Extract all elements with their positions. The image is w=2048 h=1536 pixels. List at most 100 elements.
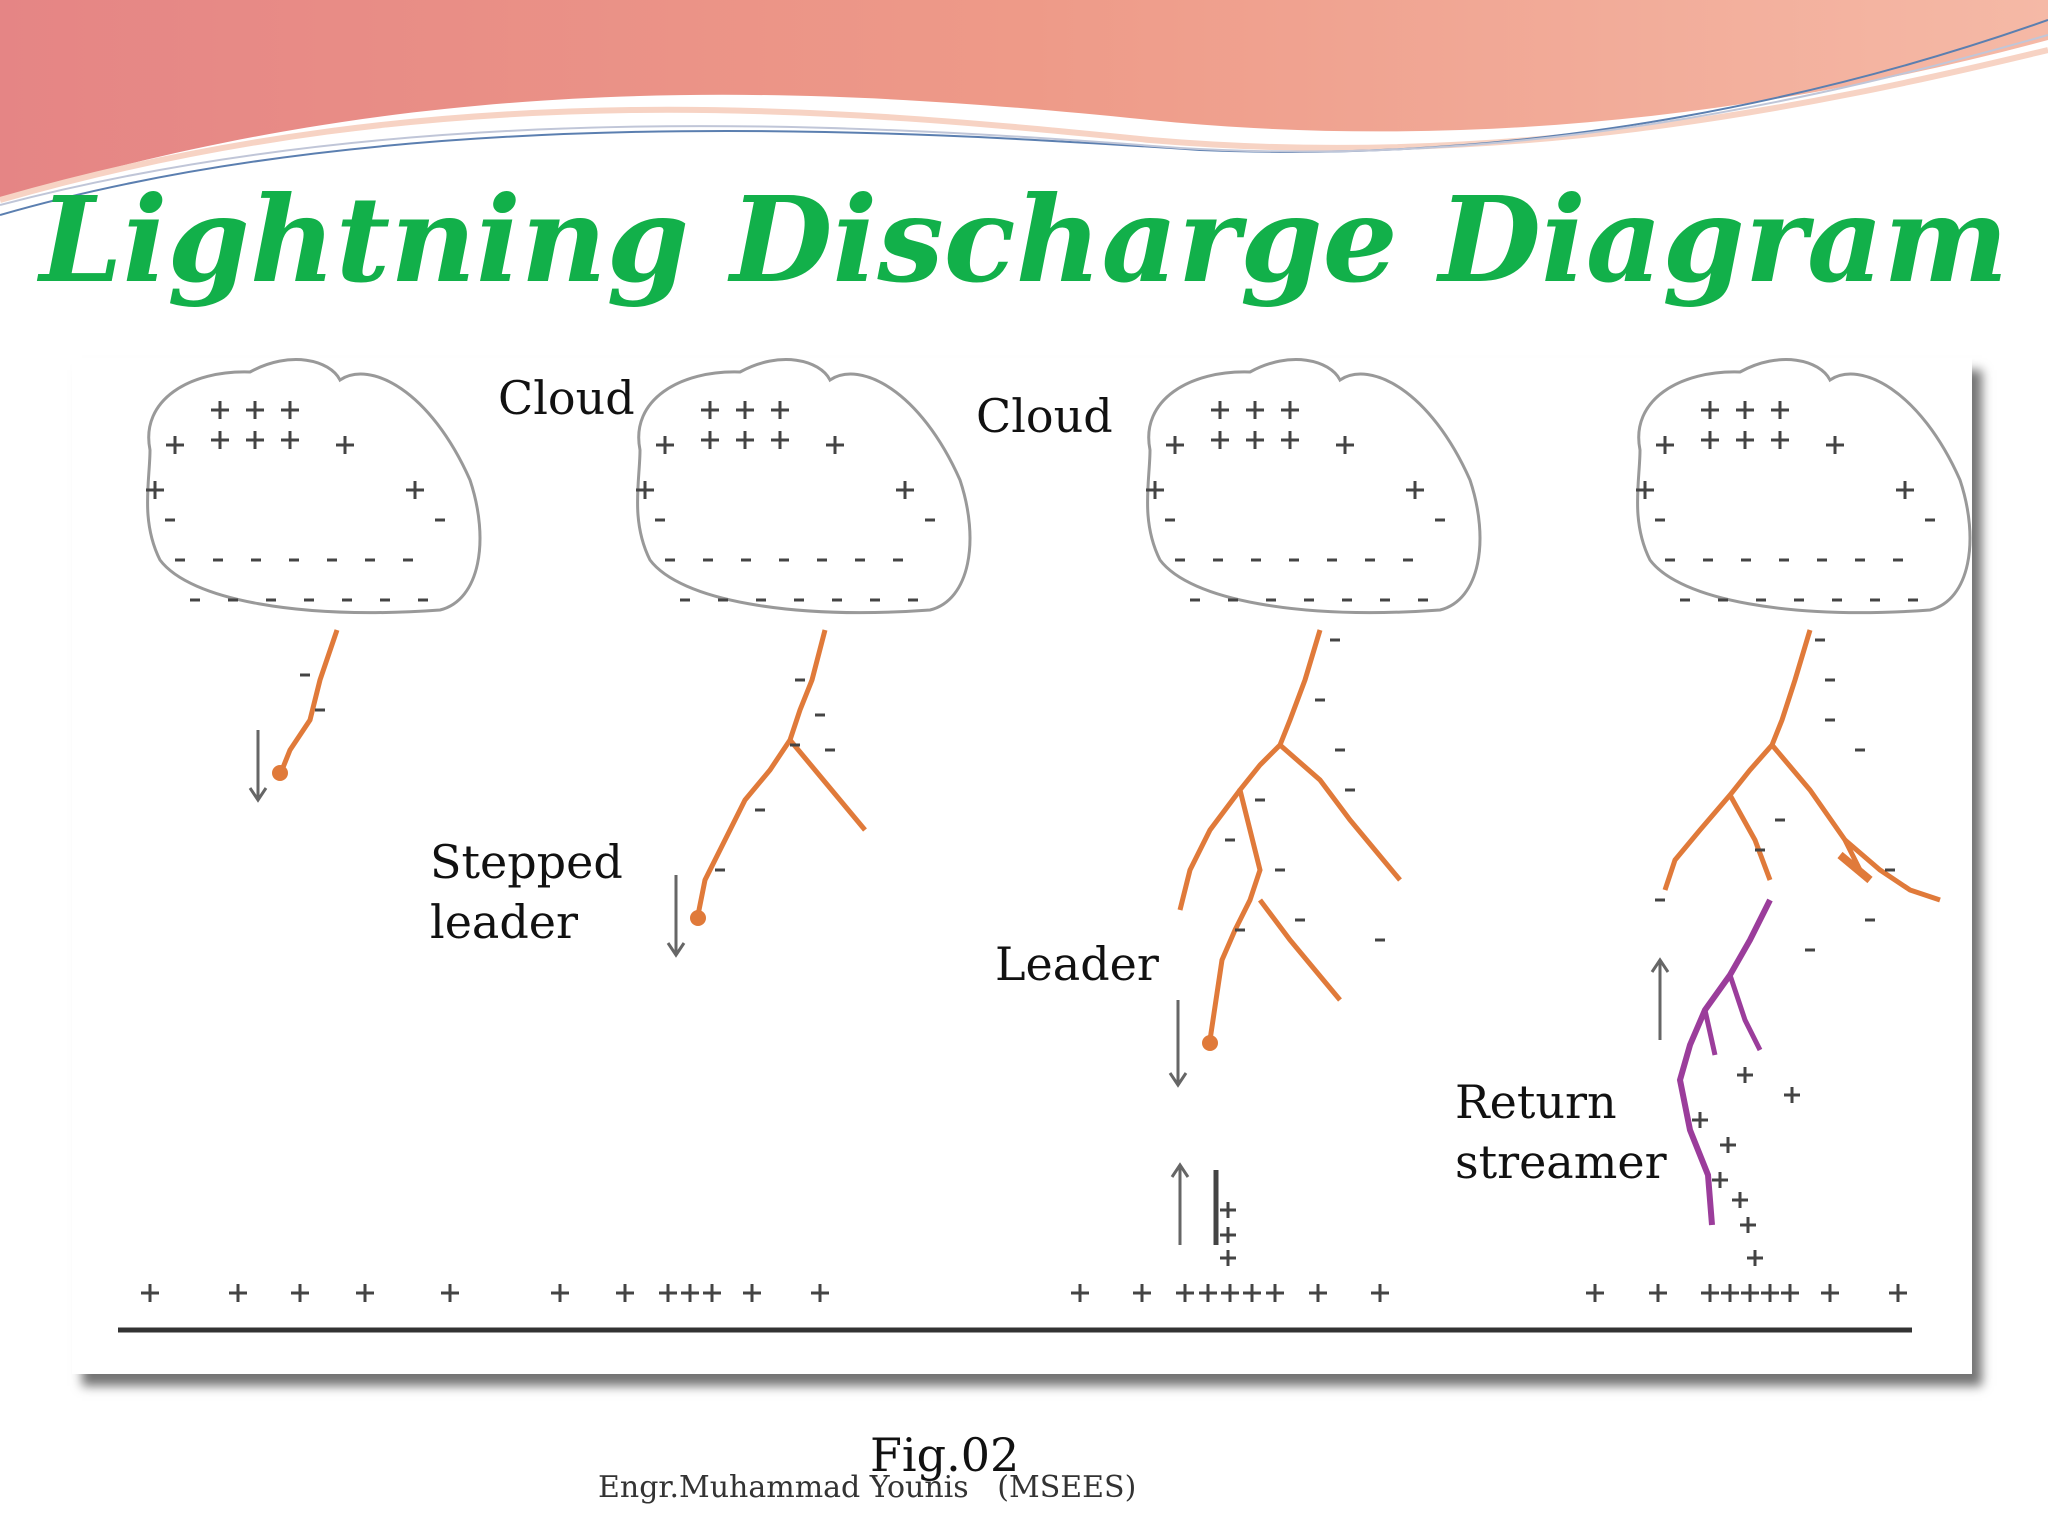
leader-channel — [695, 629, 828, 916]
cloud-positive-charge — [826, 436, 844, 454]
cloud-positive-charge — [336, 436, 354, 454]
streamer-positive-charge — [1720, 1137, 1736, 1153]
leader-tip — [1202, 1035, 1218, 1051]
ground-positive-charge — [616, 1284, 634, 1302]
diagram-frame — [72, 358, 1972, 1374]
ground-positive-charge — [1133, 1284, 1151, 1302]
ground-positive-charge — [1741, 1284, 1759, 1302]
cloud-positive-charge — [736, 401, 754, 419]
cloud-positive-charge — [246, 401, 264, 419]
ground-positive-charge — [1586, 1284, 1604, 1302]
streamer-positive-charge — [1740, 1217, 1756, 1233]
ground-positive-charge — [811, 1284, 829, 1302]
ground-positive-charge — [1781, 1284, 1799, 1302]
cloud-positive-charge — [211, 401, 229, 419]
cloud-positive-charge — [771, 431, 789, 449]
cloud-positive-charge — [1896, 481, 1914, 499]
leader-branch — [1770, 743, 1863, 872]
streamer-positive-charge — [1747, 1250, 1763, 1266]
leader-branch — [1727, 793, 1773, 881]
arrow-down-icon — [666, 875, 686, 958]
cloud-positive-charge — [1826, 436, 1844, 454]
cloud-positive-charge — [1281, 401, 1299, 419]
label-cloud-2: Cloud — [976, 389, 1113, 443]
streamer-positive-charge — [1220, 1202, 1236, 1218]
cloud-positive-charge — [1246, 431, 1264, 449]
label-leader: Leader — [995, 937, 1159, 991]
streamer-positive-charge — [1712, 1172, 1728, 1188]
cloud-positive-charge — [1146, 481, 1164, 499]
ground-positive-charge — [291, 1284, 309, 1302]
return-streamer-branch — [1727, 974, 1763, 1052]
figure-caption: Fig.02 — [870, 1428, 1020, 1482]
cloud-positive-charge — [1166, 436, 1184, 454]
cloud-positive-charge — [736, 431, 754, 449]
stage-2 — [636, 358, 972, 958]
streamer-positive-charge — [1737, 1067, 1753, 1083]
cloud-positive-charge — [211, 431, 229, 449]
ground-positive-charge — [659, 1284, 677, 1302]
leader-branch — [1177, 788, 1242, 911]
ground-positive-charge — [1701, 1284, 1719, 1302]
return-streamer-branch — [1702, 1009, 1718, 1056]
return-streamer-channel — [1676, 898, 1773, 1226]
cloud-positive-charge — [1211, 401, 1229, 419]
stage-4 — [1636, 358, 1972, 1226]
leader-tip — [690, 910, 706, 926]
leader-branch — [1258, 898, 1342, 1002]
cloud-positive-charge — [1336, 436, 1354, 454]
cloud-positive-charge — [701, 431, 719, 449]
ground-positive-charge — [703, 1284, 721, 1302]
ground-positive-charge — [1761, 1284, 1779, 1302]
leader-channel — [277, 629, 340, 776]
cloud-positive-charge — [1736, 401, 1754, 419]
ground-positive-charge — [1176, 1284, 1194, 1302]
cloud-positive-charge — [1736, 431, 1754, 449]
footer-author: Engr.Muhammad Younis (MSEES) — [598, 1470, 1137, 1505]
leader-branch — [1278, 743, 1402, 882]
cloud-positive-charge — [1701, 401, 1719, 419]
cloud-positive-charge — [771, 401, 789, 419]
streamer-positive-charge — [1692, 1112, 1708, 1128]
cloud-positive-charge — [146, 481, 164, 499]
cloud-shape — [146, 358, 482, 615]
ground-positive-charge — [141, 1284, 159, 1302]
cloud-shape — [1146, 358, 1482, 615]
cloud-positive-charge — [406, 481, 424, 499]
cloud-shape — [636, 358, 972, 615]
ground-positive-charge — [441, 1284, 459, 1302]
arrow-up-icon — [1650, 957, 1670, 1040]
cloud-positive-charge — [246, 431, 264, 449]
streamer-positive-charge — [1220, 1250, 1236, 1266]
streamer-positive-charge — [1220, 1227, 1236, 1243]
cloud-shape — [1636, 358, 1972, 615]
ground-positive-charge — [1221, 1284, 1239, 1302]
arrow-up-icon — [1170, 1162, 1190, 1245]
leader-branch — [1843, 838, 1941, 903]
cloud-positive-charge — [1211, 431, 1229, 449]
cloud-positive-charge — [1406, 481, 1424, 499]
cloud-positive-charge — [1636, 481, 1654, 499]
leader-channel — [1207, 629, 1323, 1041]
leader-channel — [1662, 629, 1813, 891]
ground-positive-charge — [356, 1284, 374, 1302]
streamer-positive-charge — [1784, 1087, 1800, 1103]
ground-positive-charge — [1649, 1284, 1667, 1302]
header-banner — [0, 0, 2048, 216]
ground-positive-charge — [1266, 1284, 1284, 1302]
label-cloud-1: Cloud — [498, 371, 635, 425]
ground-positive-charge — [229, 1284, 247, 1302]
cloud-positive-charge — [701, 401, 719, 419]
streamer-positive-charge — [1732, 1192, 1748, 1208]
ground-positive-charge — [1821, 1284, 1839, 1302]
ground-positive-charge — [743, 1284, 761, 1302]
ground-positive-charge — [681, 1284, 699, 1302]
leader-branch — [788, 738, 867, 832]
cloud-positive-charge — [1701, 431, 1719, 449]
ground-positive-charge — [551, 1284, 569, 1302]
cloud-positive-charge — [166, 436, 184, 454]
stage-1 — [146, 358, 482, 803]
label-return-streamer: Return streamer — [1455, 1075, 1667, 1189]
ground-positive-charge — [1371, 1284, 1389, 1302]
